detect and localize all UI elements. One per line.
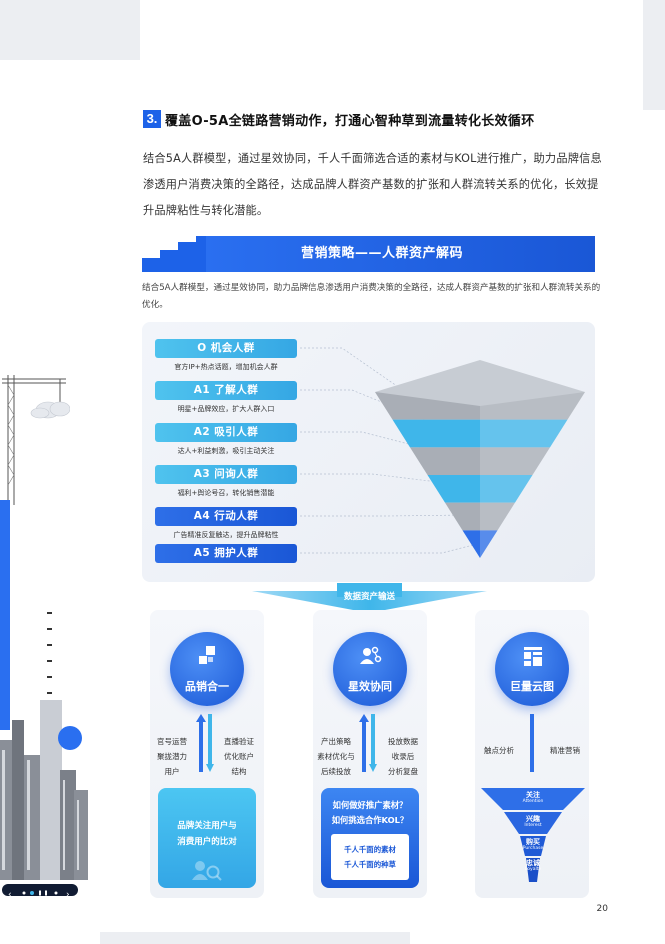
- pyramid-layer-right: [480, 502, 515, 531]
- pyramid-layer-right: [480, 447, 550, 475]
- pyramid-top: [375, 360, 585, 406]
- compare-box: 品牌关注用户与 消费用户的比对: [158, 788, 256, 888]
- cloud-grid-icon: [524, 647, 542, 666]
- banner-title: 营销策略——人群资产解码: [206, 236, 595, 272]
- banner-intro: 结合5A人群模型，通过星效协同，助力品牌信息渗透用户消费决策的全路径，达成人群资…: [142, 283, 601, 310]
- section-intro: 结合5A人群模型，通过星效协同，千人千面筛选合适的素材与KOL进行推广，助力品牌…: [143, 152, 602, 217]
- pyramid-layer-right: [480, 530, 498, 558]
- pyramid-layer-right: [480, 419, 568, 448]
- svg-text:‹: ‹: [8, 890, 12, 899]
- question-box: 如何做好推广素材？ 如何挑选合作KOL？ 千人千面的素材 千人千面的种草: [321, 788, 419, 888]
- exchange-arrows-icon: [196, 714, 214, 772]
- col-title: 巨量云图: [510, 680, 554, 693]
- decorative-blue-bar: [0, 500, 10, 730]
- answer-panel: 千人千面的素材 千人千面的种草: [331, 834, 409, 880]
- people-icon: [360, 646, 382, 664]
- crane-illustration: [2, 375, 70, 505]
- level-a4: A4 行动人群: [155, 507, 297, 526]
- level-a5: A5 拥护人群: [155, 544, 297, 563]
- data-transfer-arrow: 数据资产输送: [252, 583, 487, 613]
- level-o-desc: 官方IP+热点话题，增加机会人群: [174, 363, 278, 371]
- section-title: 覆盖O-5A全链路营销动作，打通心智种草到流量转化长效循环: [165, 113, 535, 129]
- section-number: 3.: [143, 110, 161, 128]
- level-a1-desc: 明星+品牌效应，扩大人群入口: [177, 405, 275, 413]
- strategy-banner: 营销策略——人群资产解码: [142, 236, 595, 272]
- circle-pinxiao: 品销合一: [170, 632, 244, 706]
- level-a4-desc: 广告精准反复触达，提升品牌粘性: [173, 531, 279, 539]
- right-text: 投放数据收录后分析复盘: [388, 737, 418, 776]
- aipl-funnel: [481, 788, 585, 882]
- level-a1: A1 了解人群: [155, 381, 297, 400]
- card-xingxiao: 星效协同 产出策略素材优化与后续投放 投放数据收录后分析复盘 如何做好推广素材？…: [313, 610, 427, 898]
- pyramid-leaders: [300, 347, 585, 558]
- divider-arrow-icon: [530, 714, 534, 772]
- svg-text:›: ›: [66, 890, 70, 899]
- blocks-icon: [199, 646, 215, 664]
- level-a2-desc: 达人+利益刺激，吸引主动关注: [177, 447, 275, 455]
- right-text: 直播验证优化账户结构: [224, 737, 254, 776]
- col-title: 品销合一: [185, 680, 229, 693]
- pyramid-layer-left: [427, 475, 480, 503]
- background-block-bottom: [100, 932, 410, 944]
- crowd-pyramid-card: O 机会人群 官方IP+热点话题，增加机会人群 A1 了解人群 明星+品牌效应，…: [142, 322, 595, 582]
- level-o: O 机会人群: [155, 339, 297, 358]
- left-text: 触点分析: [484, 746, 514, 755]
- exchange-arrows-icon: [359, 714, 377, 772]
- pyramid-layer-left: [392, 419, 480, 448]
- section-heading: 3. 覆盖O-5A全链路营销动作，打通心智种草到流量转化长效循环: [143, 110, 535, 129]
- circle-yuntu: 巨量云图: [495, 632, 569, 706]
- pyramid-layer-left: [410, 447, 480, 475]
- card-yuntu: 巨量云图 触点分析 精准营销 关注 Attention 兴趣 Interest …: [475, 610, 589, 898]
- level-a2: A2 吸引人群: [155, 423, 297, 442]
- transfer-label: 数据资产输送: [343, 592, 395, 602]
- left-text: 产出策略素材优化与后续投放: [317, 737, 355, 776]
- col-title: 星效协同: [348, 680, 392, 693]
- background-block-top: [0, 0, 140, 60]
- inverted-pyramid: [375, 360, 585, 558]
- pyramid-layer-left: [462, 530, 480, 558]
- page-navigator[interactable]: ‹ ›: [2, 884, 78, 900]
- circle-xingxiao: 星效协同: [333, 632, 407, 706]
- level-a3-desc: 福利+舆论号召，转化销售潜能: [177, 489, 275, 497]
- left-text: 官号运营聚拢潜力用户: [157, 737, 187, 776]
- pyramid-layer-left: [445, 502, 480, 531]
- page-number: 20: [596, 904, 608, 914]
- right-text: 精准营销: [550, 746, 580, 755]
- user-search-icon: [192, 861, 222, 881]
- background-block-right: [643, 0, 665, 110]
- pyramid-layer-right: [480, 475, 533, 503]
- level-a3: A3 问询人群: [155, 465, 297, 484]
- card-pinxiao: 品销合一 官号运营聚拢潜力用户 直播验证优化账户结构 品牌关注用户与 消费用户的…: [150, 610, 264, 898]
- city-skyline-illustration: [0, 700, 88, 880]
